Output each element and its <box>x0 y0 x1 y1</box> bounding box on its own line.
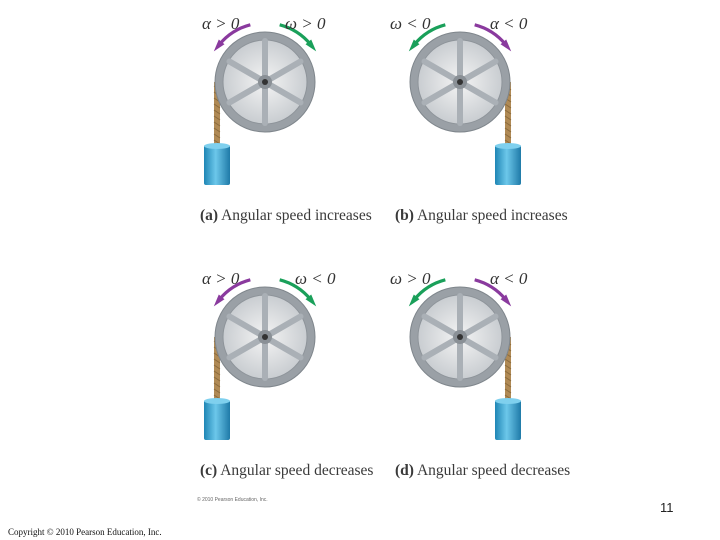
arrow-head <box>213 39 225 52</box>
caption-c: (c) Angular speed decreases <box>200 462 380 479</box>
hanging-weight-top <box>495 398 521 404</box>
caption-text: Angular speed decreases <box>220 462 374 479</box>
caption-tag: (d) <box>395 462 414 479</box>
wheel-axle <box>262 334 268 340</box>
caption-b: (b) Angular speed increases <box>395 207 575 224</box>
arrow-head <box>408 39 420 52</box>
hanging-weight-top <box>204 143 230 149</box>
caption-text: Angular speed increases <box>221 207 372 224</box>
left-curved-arrow <box>213 23 251 52</box>
rope <box>505 82 511 147</box>
panel-c: α > 0 ω < 0 (c) Angular speed decreases <box>195 270 385 510</box>
right-symbol: ω > 0 <box>285 14 326 33</box>
caption-a: (a) Angular speed increases <box>200 207 380 224</box>
rope <box>505 337 511 402</box>
left-symbol: α > 0 <box>202 269 240 288</box>
arrow-head <box>500 294 512 307</box>
caption-d: (d) Angular speed decreases <box>395 462 575 479</box>
hanging-weight <box>204 400 230 440</box>
rope-twist <box>213 127 221 133</box>
rope-twist <box>213 103 221 109</box>
rope-twist <box>213 370 221 376</box>
hanging-weight <box>495 145 521 185</box>
panel-d: ω > 0 α < 0 (d) Angular speed decreases <box>390 270 580 510</box>
rope-twist <box>213 382 221 388</box>
copyright-notice: Copyright © 2010 Pearson Education, Inc. <box>8 527 162 537</box>
right-curved-arrow <box>474 278 512 307</box>
wheel-diagram-a <box>204 23 317 185</box>
rope-twist <box>213 358 221 364</box>
hanging-weight-top <box>204 398 230 404</box>
panel-a: α > 0 ω > 0 (a) Angular speed increases <box>195 15 385 255</box>
rope-twist <box>213 133 221 139</box>
caption-tag: (a) <box>200 207 219 224</box>
rope-twist <box>504 370 512 376</box>
rope-twist <box>213 121 221 127</box>
right-symbol: α < 0 <box>490 14 528 33</box>
caption-text: Angular speed decreases <box>416 462 571 479</box>
hanging-weight <box>204 145 230 185</box>
left-curved-arrow <box>213 278 251 307</box>
left-symbol: ω < 0 <box>390 14 431 33</box>
right-symbol: α < 0 <box>490 269 528 288</box>
figure-credit: © 2010 Pearson Education, Inc. <box>197 497 268 503</box>
right-curved-arrow <box>474 23 512 52</box>
panel-b: ω < 0 α < 0 (b) Angular speed increases <box>390 15 580 255</box>
wheel-axle <box>457 79 463 85</box>
arrow-head <box>213 294 225 307</box>
rope-twist <box>504 121 512 127</box>
rope-twist <box>504 103 512 109</box>
rope-twist <box>504 358 512 364</box>
page-number: 11 <box>660 500 674 515</box>
arrow-head <box>305 39 317 52</box>
rope <box>214 337 220 402</box>
caption-tag: (b) <box>395 207 414 224</box>
wheel-axle <box>457 334 463 340</box>
arrow-head <box>500 39 512 52</box>
left-curved-arrow <box>408 23 446 52</box>
arrow-head <box>305 294 317 307</box>
arrow-head <box>408 294 420 307</box>
caption-tag: (c) <box>200 462 218 479</box>
rope-twist <box>213 376 221 382</box>
rope-twist <box>504 364 512 370</box>
left-curved-arrow <box>408 278 446 307</box>
rope-twist <box>504 376 512 382</box>
right-curved-arrow <box>279 23 317 52</box>
wheel-diagram-b <box>408 23 521 185</box>
wheel-diagram-d <box>408 278 521 440</box>
left-symbol: ω > 0 <box>390 269 431 288</box>
rope-twist <box>504 127 512 133</box>
rope <box>214 82 220 147</box>
rope-twist <box>213 115 221 121</box>
right-symbol: ω < 0 <box>295 269 336 288</box>
rope-twist <box>213 388 221 394</box>
rope-twist <box>504 133 512 139</box>
hanging-weight-top <box>495 143 521 149</box>
rope-twist <box>504 115 512 121</box>
rope-twist <box>213 109 221 115</box>
rope-twist <box>504 382 512 388</box>
hanging-weight <box>495 400 521 440</box>
rope-twist <box>504 109 512 115</box>
wheel-axle <box>262 79 268 85</box>
right-curved-arrow <box>279 278 317 307</box>
left-symbol: α > 0 <box>202 14 240 33</box>
rope-twist <box>213 364 221 370</box>
rope-twist <box>504 388 512 394</box>
caption-text: Angular speed increases <box>416 207 568 224</box>
wheel-diagram-c <box>204 278 317 440</box>
